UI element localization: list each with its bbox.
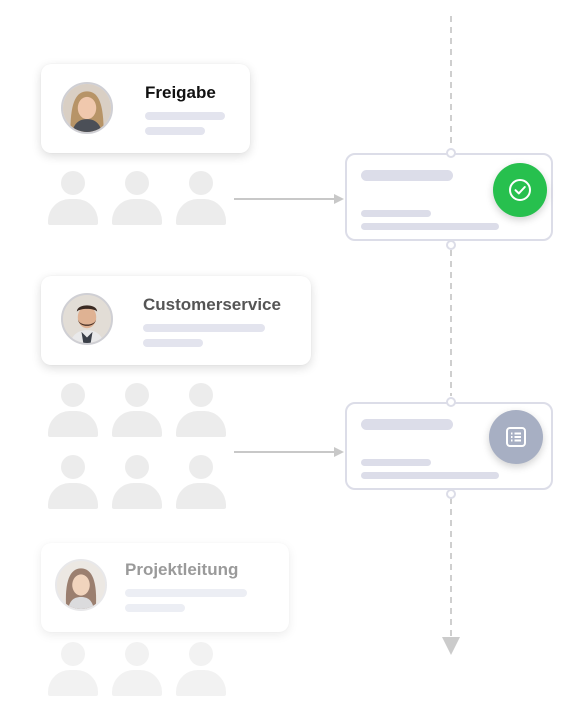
person-icon	[48, 455, 98, 511]
placeholder-bar	[145, 112, 225, 120]
placeholder-bar	[143, 339, 203, 347]
flow-end-arrow	[442, 637, 460, 655]
person-icon	[176, 642, 226, 698]
placeholder-bar	[125, 604, 185, 612]
person-icon	[48, 171, 98, 227]
person-icon	[112, 171, 162, 227]
placeholder-bar	[361, 223, 499, 230]
connector-port	[446, 489, 456, 499]
person-icon	[48, 642, 98, 698]
person-icon	[176, 383, 226, 439]
person-icon	[176, 455, 226, 511]
person-icon	[112, 642, 162, 698]
role-title: Projektleitung	[125, 560, 239, 579]
approved-status-badge	[493, 163, 547, 217]
connector-port	[446, 240, 456, 250]
check-circle-icon	[509, 179, 531, 201]
placeholder-bar	[361, 419, 453, 430]
person-icon	[48, 383, 98, 439]
placeholder-bar	[143, 324, 265, 332]
woman-blonde-avatar	[61, 82, 113, 134]
placeholder-bar	[361, 170, 453, 181]
workflow-step-2[interactable]	[345, 402, 553, 490]
role-title: Freigabe	[145, 83, 216, 102]
placeholder-bar	[361, 459, 431, 466]
connector-port	[446, 397, 456, 407]
role-card-freigabe[interactable]: Freigabe	[41, 64, 250, 153]
role-title: Customerservice	[143, 295, 281, 314]
list-document-icon	[506, 427, 526, 447]
role-card-customerservice[interactable]: Customerservice	[41, 276, 311, 365]
person-icon	[112, 383, 162, 439]
placeholder-bar	[145, 127, 205, 135]
workflow-step-1[interactable]	[345, 153, 553, 241]
placeholder-bar	[361, 210, 431, 217]
placeholder-bar	[125, 589, 247, 597]
placeholder-bar	[361, 472, 499, 479]
woman-brunette-avatar	[55, 559, 107, 611]
document-status-badge	[489, 410, 543, 464]
person-icon	[112, 455, 162, 511]
person-icon	[176, 171, 226, 227]
man-beard-avatar	[61, 293, 113, 345]
connector-port	[446, 148, 456, 158]
role-card-projektleitung[interactable]: Projektleitung	[41, 543, 289, 632]
